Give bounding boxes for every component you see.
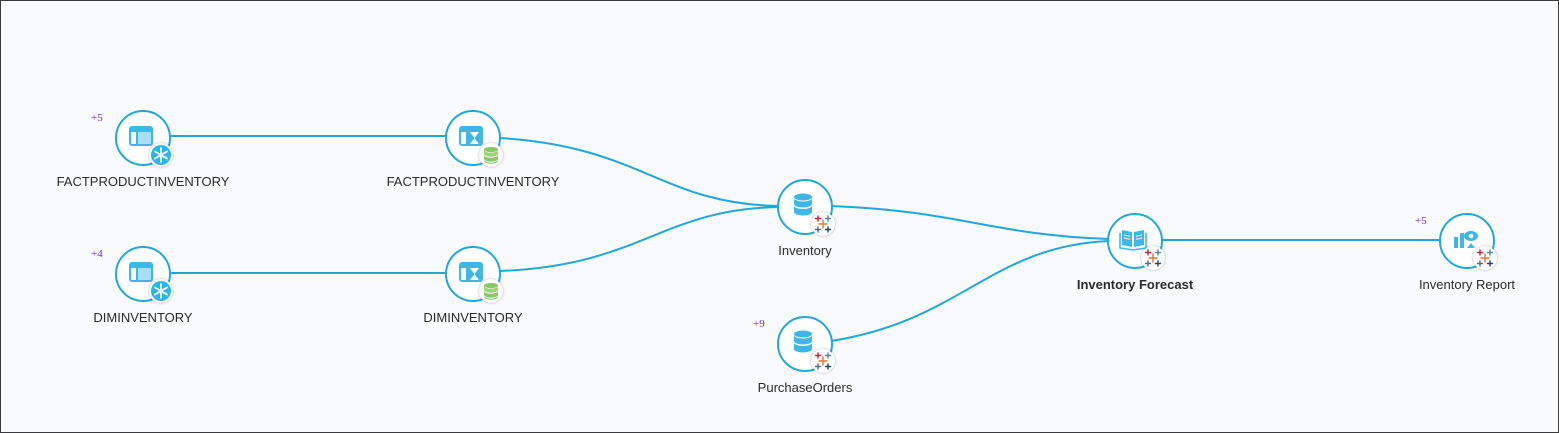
database-icon (484, 146, 498, 164)
tableau-icon (1144, 249, 1162, 267)
node-label: DIMINVENTORY (423, 310, 523, 325)
node-label: Inventory Forecast (1076, 277, 1194, 292)
edge-dim-extract-to-inventory (498, 206, 780, 272)
related-count[interactable]: +4 (91, 248, 103, 260)
node-label: Inventory (778, 243, 832, 258)
tableau-icon (814, 215, 832, 233)
table-extract-icon (459, 262, 483, 282)
database-badge (479, 143, 503, 167)
datasource-icon (794, 330, 812, 353)
node-label: FACTPRODUCTINVENTORY (56, 174, 230, 189)
database-badge (479, 279, 503, 303)
snowflake-icon (151, 281, 171, 301)
table-icon (129, 262, 153, 282)
snowflake-badge (149, 143, 173, 167)
tableau-badge (811, 349, 835, 373)
tableau-icon (1476, 249, 1494, 267)
related-count[interactable]: +5 (91, 112, 103, 124)
datasource-icon (794, 193, 812, 216)
node-label: DIMINVENTORY (93, 310, 193, 325)
edge-inventory-to-forecast (830, 205, 1110, 240)
edge-fact-extract-to-inventory (498, 137, 780, 207)
related-count[interactable]: +9 (753, 318, 765, 330)
snowflake-badge (149, 279, 173, 303)
tableau-badge (1473, 246, 1497, 270)
table-extract-icon (459, 126, 483, 146)
edge-purchase-orders-to-forecast (830, 240, 1110, 342)
tableau-icon (814, 352, 832, 370)
node-label: PurchaseOrders (757, 380, 853, 395)
table-icon (129, 126, 153, 146)
tableau-badge (1141, 246, 1165, 270)
snowflake-icon (151, 145, 171, 165)
database-icon (484, 282, 498, 300)
tableau-badge (811, 212, 835, 236)
report-icon (1454, 231, 1478, 248)
node-label: Inventory Report (1418, 277, 1516, 292)
related-count[interactable]: +5 (1415, 215, 1427, 227)
node-label: FACTPRODUCTINVENTORY (386, 174, 560, 189)
workbook-icon (1119, 230, 1147, 251)
